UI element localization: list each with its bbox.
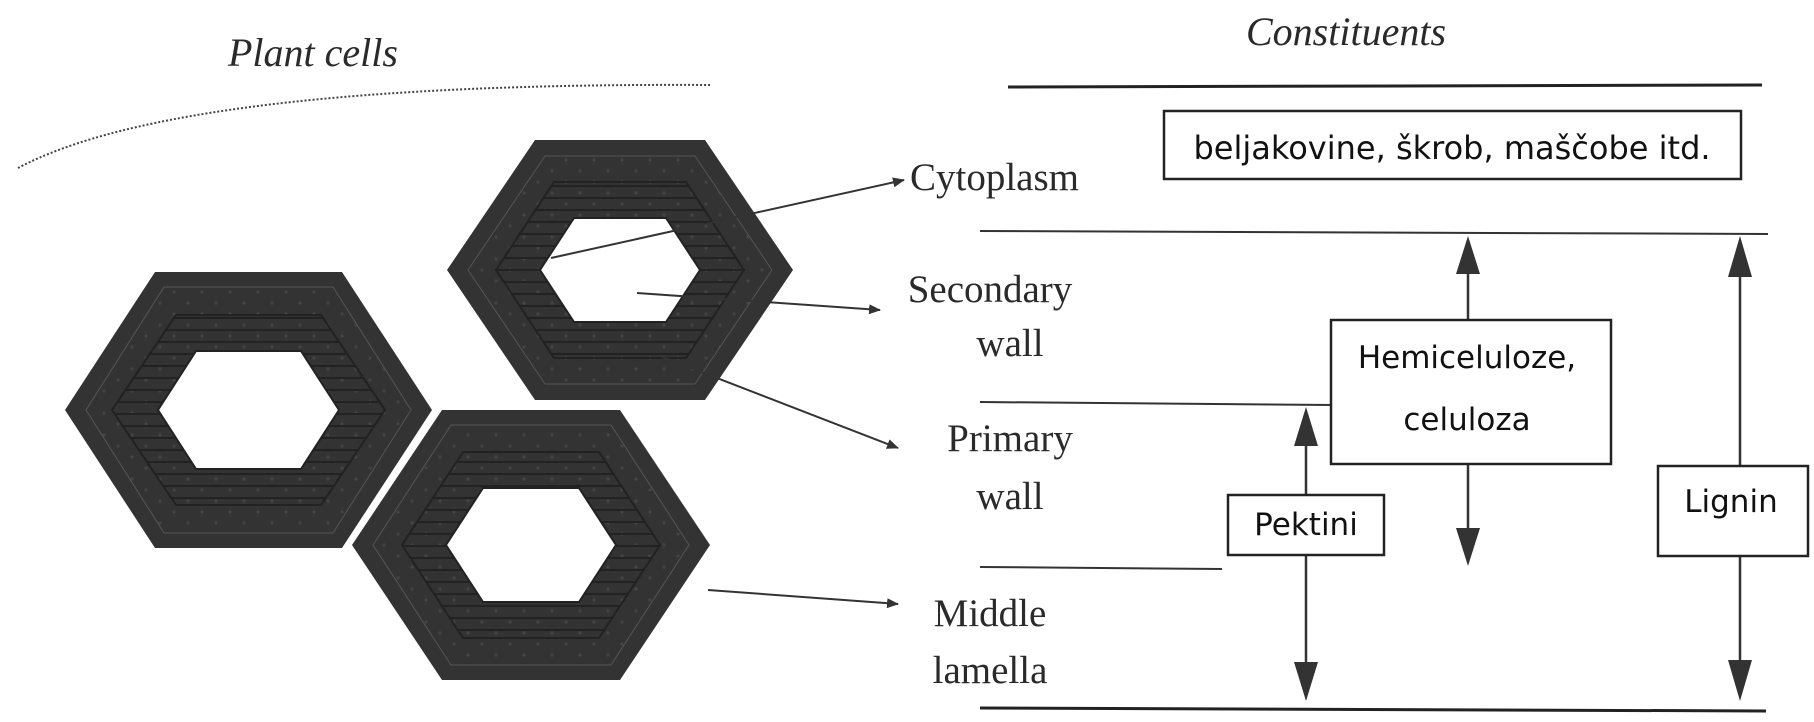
- secondary-wall-label-line2: wall: [976, 322, 1043, 365]
- cell-left: [65, 272, 432, 548]
- middle-lamella-label-line1: Middle: [934, 592, 1047, 635]
- cell-top: [447, 140, 793, 400]
- hemicellulose-arrow-up: [1456, 236, 1480, 274]
- primary-wall-label-line1: Primary: [947, 417, 1073, 460]
- hemicellulose-label-line2: celuloza: [1403, 402, 1530, 438]
- cytoplasm-contents-text: beljakovine, škrob, maščobe itd.: [1193, 129, 1710, 167]
- primary-lamella-boundary: [979, 566, 1223, 570]
- plant-cells-heading: Plant cells: [227, 30, 398, 75]
- pectins-box: [1226, 493, 1386, 557]
- primary-wall-pointer: [659, 355, 899, 449]
- cytoplasm-contents-box: [1162, 109, 1743, 181]
- lignin-arrow-up: [1728, 236, 1752, 277]
- hemicellulose-box: [1329, 318, 1613, 466]
- pectins-arrow-down: [1294, 662, 1318, 701]
- pectins-arrow-up: [1294, 407, 1318, 446]
- bottom-rule: [979, 706, 1767, 713]
- middle-lamella-label-line2: lamella: [933, 649, 1048, 692]
- lignin-box: [1656, 464, 1810, 558]
- cell-bottom: [352, 410, 710, 680]
- cytoplasm-boundary: [979, 230, 1769, 235]
- secondary-wall-pointer: [636, 292, 881, 315]
- cytoplasm-label: Cytoplasm: [910, 156, 1079, 199]
- hemicellulose-arrow-down: [1456, 528, 1480, 566]
- cytoplasm-pointer: [550, 177, 905, 259]
- lignin-arrow-down: [1728, 660, 1752, 701]
- hemicellulose-label-line1: Hemiceluloze,: [1358, 340, 1576, 376]
- lignin-label: Lignin: [1684, 484, 1777, 520]
- primary-wall-label-line2: wall: [976, 475, 1043, 518]
- top-rule: [1007, 83, 1763, 89]
- pectins-label: Pektini: [1254, 507, 1358, 543]
- secondary-wall-label-line1: Secondary: [908, 268, 1073, 311]
- secondary-primary-boundary: [979, 401, 1334, 406]
- middle-lamella-pointer: [707, 589, 899, 609]
- constituents-heading: Constituents: [1246, 9, 1446, 54]
